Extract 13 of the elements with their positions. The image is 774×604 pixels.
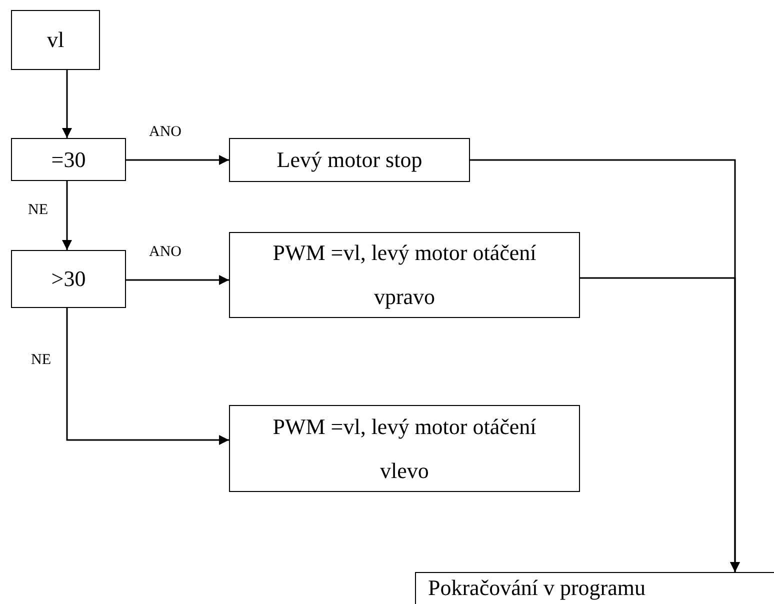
arrow — [126, 275, 229, 285]
decision-box: =30 — [11, 138, 126, 181]
arrow — [126, 155, 229, 165]
arrow — [62, 70, 72, 138]
process-box: vl — [11, 10, 100, 70]
decision-box: >30 — [11, 250, 126, 308]
process-box: PWM =vl, levý motor otáčení vpravo — [229, 232, 580, 318]
process-box: Levý motor stop — [229, 138, 470, 182]
arrow — [580, 277, 740, 572]
arrow — [66, 308, 229, 445]
arrow — [62, 181, 72, 250]
process-box: PWM =vl, levý motor otáčení vlevo — [229, 405, 580, 492]
process-box: Pokračování v programu — [415, 572, 774, 604]
